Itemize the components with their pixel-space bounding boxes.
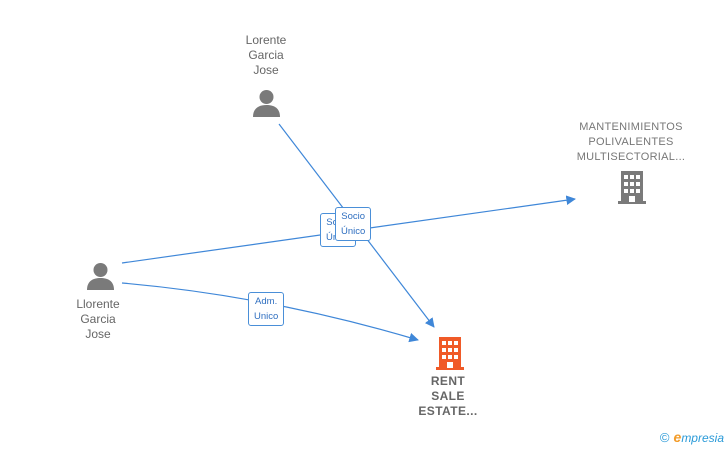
brand-name-rest: mpresia bbox=[681, 431, 724, 445]
company-main-line-2: SALE bbox=[431, 389, 465, 403]
empresia-logo: © empresia bbox=[660, 429, 724, 445]
person-icon[interactable] bbox=[252, 88, 281, 118]
building-icon[interactable] bbox=[434, 336, 466, 370]
person-left-line-3: Jose bbox=[85, 327, 111, 341]
person-top-label[interactable]: Lorente Garcia Jose bbox=[226, 33, 306, 78]
company-right-line-3: MULTISECTORIAL... bbox=[576, 151, 686, 163]
person-left-line-1: Llorente bbox=[76, 297, 120, 311]
person-top-line-1: Lorente bbox=[245, 33, 287, 47]
edge-label-line-2: Único bbox=[341, 226, 366, 237]
edge-label-line-2: Unico bbox=[254, 311, 279, 322]
edge-label-adm-unico[interactable]: Adm. Unico bbox=[248, 292, 285, 326]
copyright-symbol: © bbox=[659, 429, 670, 445]
brand-name: empresia bbox=[674, 429, 724, 445]
person-icon[interactable] bbox=[86, 261, 115, 291]
edge-label-line-1: Adm. bbox=[255, 296, 278, 307]
company-main-label[interactable]: RENT SALE ESTATE... bbox=[398, 374, 498, 419]
company-right-line-1: MANTENIMIENTOS bbox=[579, 121, 683, 133]
person-top-line-2: Garcia bbox=[248, 48, 284, 62]
building-icon[interactable] bbox=[616, 170, 648, 204]
company-main-line-3: ESTATE... bbox=[418, 404, 478, 418]
brand-initial: e bbox=[673, 429, 682, 445]
company-main-line-1: RENT bbox=[430, 374, 466, 388]
edge-label-line-1: Socio bbox=[341, 211, 366, 222]
person-top-line-3: Jose bbox=[253, 63, 279, 77]
person-left-line-2: Garcia bbox=[80, 312, 116, 326]
company-right-line-2: POLIVALENTES bbox=[588, 136, 674, 148]
company-right-label[interactable]: MANTENIMIENTOS POLIVALENTES MULTISECTORI… bbox=[556, 120, 706, 165]
edge-label-socio-unico[interactable]: Socio Único bbox=[335, 207, 372, 241]
person-left-label[interactable]: Llorente Garcia Jose bbox=[58, 297, 138, 342]
